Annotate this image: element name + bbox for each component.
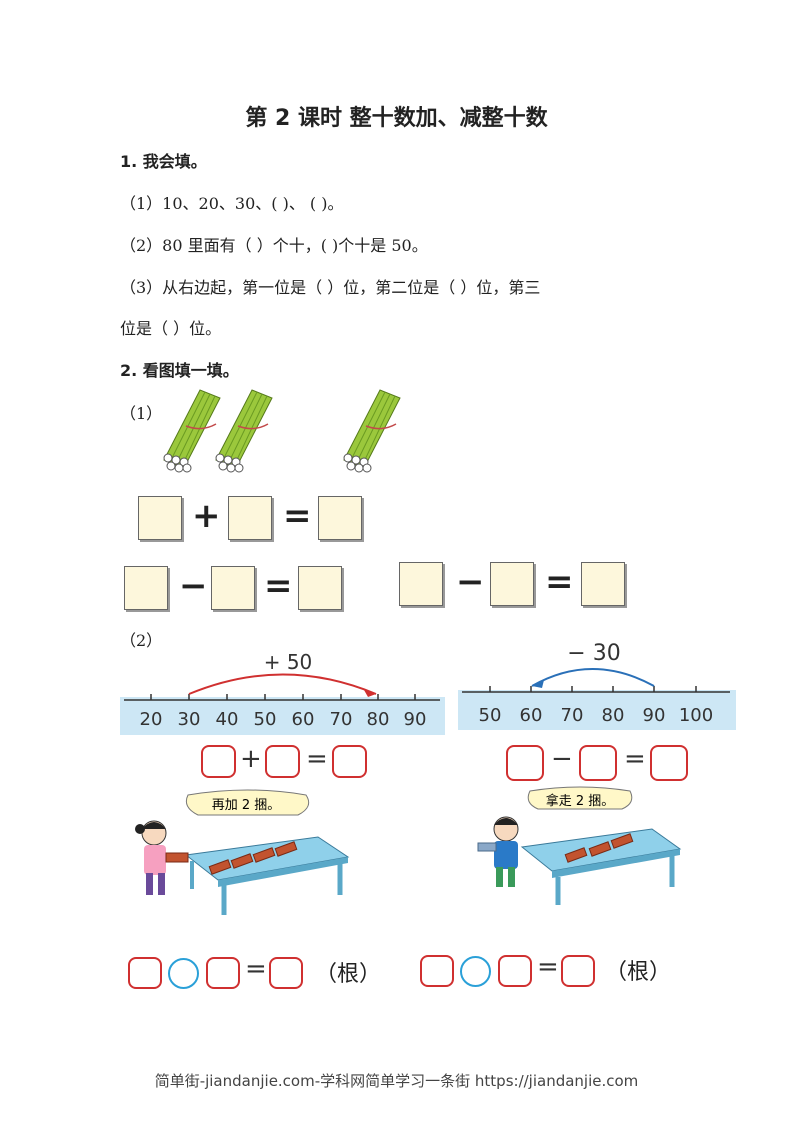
operator-circle[interactable] xyxy=(168,958,199,989)
minus-sign: − xyxy=(179,566,208,606)
jump-arrow xyxy=(188,673,377,695)
answer-box[interactable] xyxy=(298,566,342,610)
unit-label: （根） xyxy=(315,962,382,987)
answer-box[interactable] xyxy=(506,745,544,781)
answer-box[interactable] xyxy=(138,496,182,540)
answer-box[interactable] xyxy=(206,957,240,989)
boy-speech: 拿走 2 捆。 xyxy=(546,793,615,809)
answer-box[interactable] xyxy=(211,566,255,610)
tick-label: 80 xyxy=(367,709,390,730)
arrow-head xyxy=(364,690,376,697)
answer-box[interactable] xyxy=(265,745,300,778)
q2-heading: 2. 看图填一填。 xyxy=(120,361,239,380)
answer-box[interactable] xyxy=(490,562,534,606)
equals-sign: = xyxy=(245,954,267,984)
jump-label: + 50 xyxy=(264,650,313,674)
number-line-right: 50 60 70 80 90 100 − 30 xyxy=(458,641,736,730)
q1-line-1: （1）10、20、30、( )、 ( )。 xyxy=(120,194,344,213)
answer-box[interactable] xyxy=(399,562,443,606)
tick-label: 100 xyxy=(679,705,713,726)
equals-sign: = xyxy=(264,566,293,606)
equals-sign: = xyxy=(283,496,312,536)
minus-sign: − xyxy=(551,744,573,774)
unit-label: （根） xyxy=(605,960,672,985)
answer-box[interactable] xyxy=(332,745,367,778)
girl-table-illustration: 再加 2 捆。 xyxy=(135,789,350,915)
operator-circle[interactable] xyxy=(460,956,491,987)
q1-line-3b: 位是（ ）位。 xyxy=(120,319,222,338)
part1-label: （1） xyxy=(120,404,163,423)
answer-box[interactable] xyxy=(561,955,595,987)
equals-sign: = xyxy=(306,744,328,774)
equals-sign: = xyxy=(537,952,559,982)
q1-line-3a: （3）从右边起，第一位是（ ）位，第二位是（ ）位，第三 xyxy=(120,278,541,297)
page-title: 第 2 课时 整十数加、减整十数 xyxy=(245,106,548,131)
answer-box[interactable] xyxy=(128,957,162,989)
equals-sign: = xyxy=(545,562,574,602)
plus-sign: + xyxy=(240,744,262,774)
answer-box[interactable] xyxy=(228,496,272,540)
tick-label: 50 xyxy=(254,709,277,730)
jump-arrow xyxy=(531,668,655,687)
tick-label: 90 xyxy=(643,705,666,726)
tick-label: 70 xyxy=(561,705,584,726)
tick-label: 60 xyxy=(292,709,315,730)
answer-box[interactable] xyxy=(650,745,688,781)
boy-table-illustration: 拿走 2 捆。 xyxy=(477,786,682,905)
answer-box[interactable] xyxy=(269,957,303,989)
tick-label: 40 xyxy=(216,709,239,730)
answer-box[interactable] xyxy=(579,745,617,781)
bundle-3 xyxy=(343,389,401,473)
tick-label: 80 xyxy=(602,705,625,726)
bundle-1 xyxy=(163,389,221,473)
answer-box[interactable] xyxy=(581,562,625,606)
jump-label: − 30 xyxy=(567,641,620,666)
stick-bundles-illustration xyxy=(163,389,401,473)
plus-sign: + xyxy=(192,496,221,536)
footer-watermark: 简单街-jiandanjie.com-学科网简单学习一条街 https://ji… xyxy=(154,1072,639,1090)
answer-box[interactable] xyxy=(124,566,168,610)
tick-label: 20 xyxy=(140,709,163,730)
bundle-2 xyxy=(215,389,273,473)
minus-sign: − xyxy=(456,562,485,602)
answer-box[interactable] xyxy=(498,955,532,987)
number-line-left: 20 30 40 50 60 70 80 90 + 50 xyxy=(120,650,445,735)
answer-box[interactable] xyxy=(420,955,454,987)
answer-box[interactable] xyxy=(318,496,362,540)
tick-label: 60 xyxy=(520,705,543,726)
q1-line-2: （2）80 里面有（ ）个十，( )个十是 50。 xyxy=(120,236,428,255)
tick-label: 70 xyxy=(330,709,353,730)
tick-label: 50 xyxy=(479,705,502,726)
equals-sign: = xyxy=(624,744,646,774)
girl-speech: 再加 2 捆。 xyxy=(212,798,281,813)
q1-heading: 1. 我会填。 xyxy=(120,152,207,171)
arrow-head xyxy=(532,680,544,688)
tick-label: 90 xyxy=(404,709,427,730)
answer-box[interactable] xyxy=(201,745,236,778)
tick-label: 30 xyxy=(178,709,201,730)
part2-label: （2） xyxy=(120,631,163,650)
